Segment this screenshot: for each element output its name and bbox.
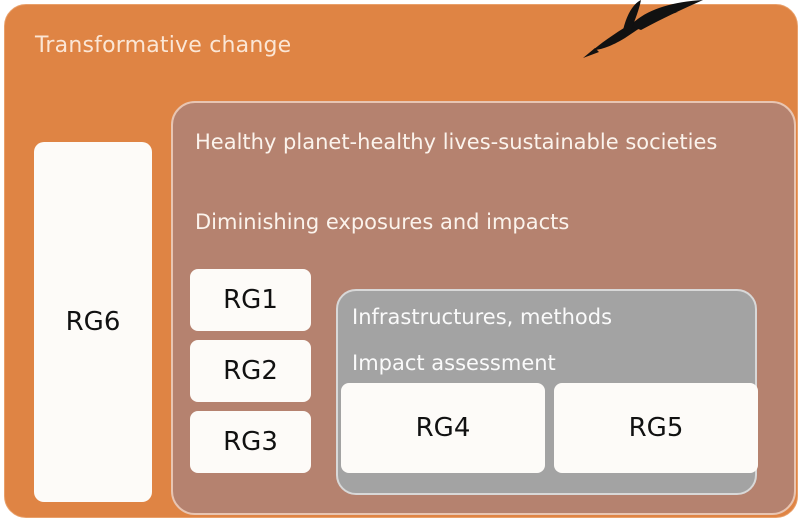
rg5-label: RG5	[628, 413, 684, 443]
diminishing-exposures-heading: Diminishing exposures and impacts	[195, 210, 570, 234]
rg5-box: RG5	[554, 383, 758, 473]
impact-assessment-heading: Impact assessment	[352, 351, 556, 375]
infrastructures-box: Infrastructures, methods Impact assessme…	[336, 289, 758, 495]
infrastructures-heading: Infrastructures, methods	[352, 305, 613, 329]
rg1-box: RG1	[190, 269, 311, 331]
rg6-label: RG6	[65, 307, 121, 337]
rg2-box: RG2	[190, 340, 311, 402]
rg3-box: RG3	[190, 411, 311, 473]
rg4-label: RG4	[415, 413, 471, 443]
transformative-change-box: Transformative change RG6 Healthy planet…	[4, 4, 798, 518]
hummingbird-icon	[583, 0, 703, 58]
rg6-box: RG6	[34, 142, 152, 502]
rg1-label: RG1	[223, 285, 278, 315]
healthy-planet-box: Healthy planet-healthy lives-sustainable…	[171, 101, 796, 515]
healthy-planet-heading: Healthy planet-healthy lives-sustainable…	[195, 130, 718, 154]
rg2-label: RG2	[223, 356, 278, 386]
rg4-box: RG4	[341, 383, 545, 473]
diagram-title: Transformative change	[35, 33, 292, 58]
rg3-label: RG3	[223, 427, 278, 457]
